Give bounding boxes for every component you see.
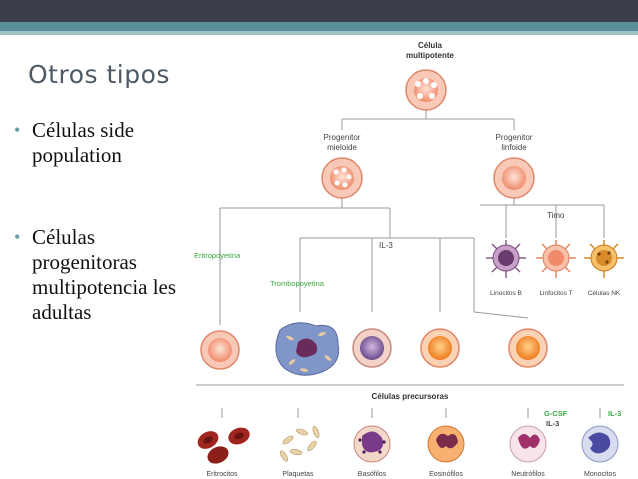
factor-il3: IL-3: [379, 241, 393, 250]
erythroid-precursor-cell: [200, 330, 240, 370]
bullet-dot: •: [14, 120, 21, 140]
bullet-item: • Células progenitoras multipotencia les…: [14, 225, 194, 325]
root-label-line1: Célula: [418, 41, 443, 50]
bullet-text: Células side population: [32, 118, 135, 167]
myeloid-progenitor-cell: [321, 157, 363, 199]
factor-il3-neutrophil: IL-3: [546, 419, 559, 428]
lymphocyte-t-cell: [536, 240, 576, 278]
factor-gcsf: G-CSF: [544, 409, 568, 418]
root-label-line2: multipotente: [406, 51, 455, 60]
basophil-precursor-cell: [352, 328, 392, 368]
mature-label-eosinofilos: Eosinófilos: [429, 471, 463, 478]
nk-cell: [584, 240, 624, 278]
bullet-dot: •: [14, 227, 21, 247]
lymphocyte-label-b: Linocitos B: [490, 290, 522, 297]
platelets-image: [280, 425, 320, 462]
slide-header-stripe: [0, 22, 638, 31]
myeloid-label-line2: mieloide: [327, 143, 357, 152]
factor-eritropoyetina: Eritropoyetina: [194, 251, 241, 260]
erythrocytes-image: [197, 427, 250, 464]
slide-title: Otros tipos: [28, 60, 170, 89]
mature-label-plaquetas: Plaquetas: [282, 471, 314, 478]
eosinophil-image: [427, 425, 465, 463]
lineage-lines: [196, 110, 624, 386]
mature-label-neutrofilos: Neutrófilos: [511, 471, 545, 478]
lymphoid-progenitor-cell: [493, 157, 535, 199]
mature-label-monocitos: Monocitos: [584, 471, 616, 478]
basophil-image: [353, 425, 391, 463]
mature-label-basofilos: Basófilos: [358, 471, 387, 478]
neutrophil-precursor-cell: [508, 328, 548, 368]
maturation-arrows: [221, 408, 601, 418]
myeloid-label-line1: Progenitor: [324, 133, 361, 142]
factor-il3-monocyte: IL-3: [608, 409, 621, 418]
slide-header-stripe-light: [0, 31, 638, 35]
neutrophil-image: [509, 425, 547, 463]
bullet-item: • Células side population: [14, 118, 194, 168]
lymphoid-label-line2: linfoide: [501, 143, 527, 152]
bullet-text: Células progenitoras multipotencia les a…: [32, 225, 177, 324]
bullet-list: • Células side population • Células prog…: [14, 118, 194, 325]
precursors-label: Células precursoras: [372, 392, 449, 401]
lymphocyte-label-t: Linfocitos T: [539, 290, 572, 297]
monocyte-image: [581, 425, 619, 463]
megakaryocyte-cell: [275, 322, 340, 376]
slide-header-bar: [0, 0, 638, 35]
factor-trombopoyetina: Trombopoyetina: [270, 279, 325, 288]
lymphocyte-b-cell: [486, 240, 526, 278]
eosinophil-precursor-cell: [420, 328, 460, 368]
mature-label-eritrocitos: Eritrocitos: [206, 471, 238, 478]
factor-timo: Timo: [547, 211, 565, 220]
lymphocyte-label-nk: Células NK: [588, 290, 621, 297]
lymphoid-label-line1: Progenitor: [496, 133, 533, 142]
multipotent-cell: [405, 69, 447, 111]
